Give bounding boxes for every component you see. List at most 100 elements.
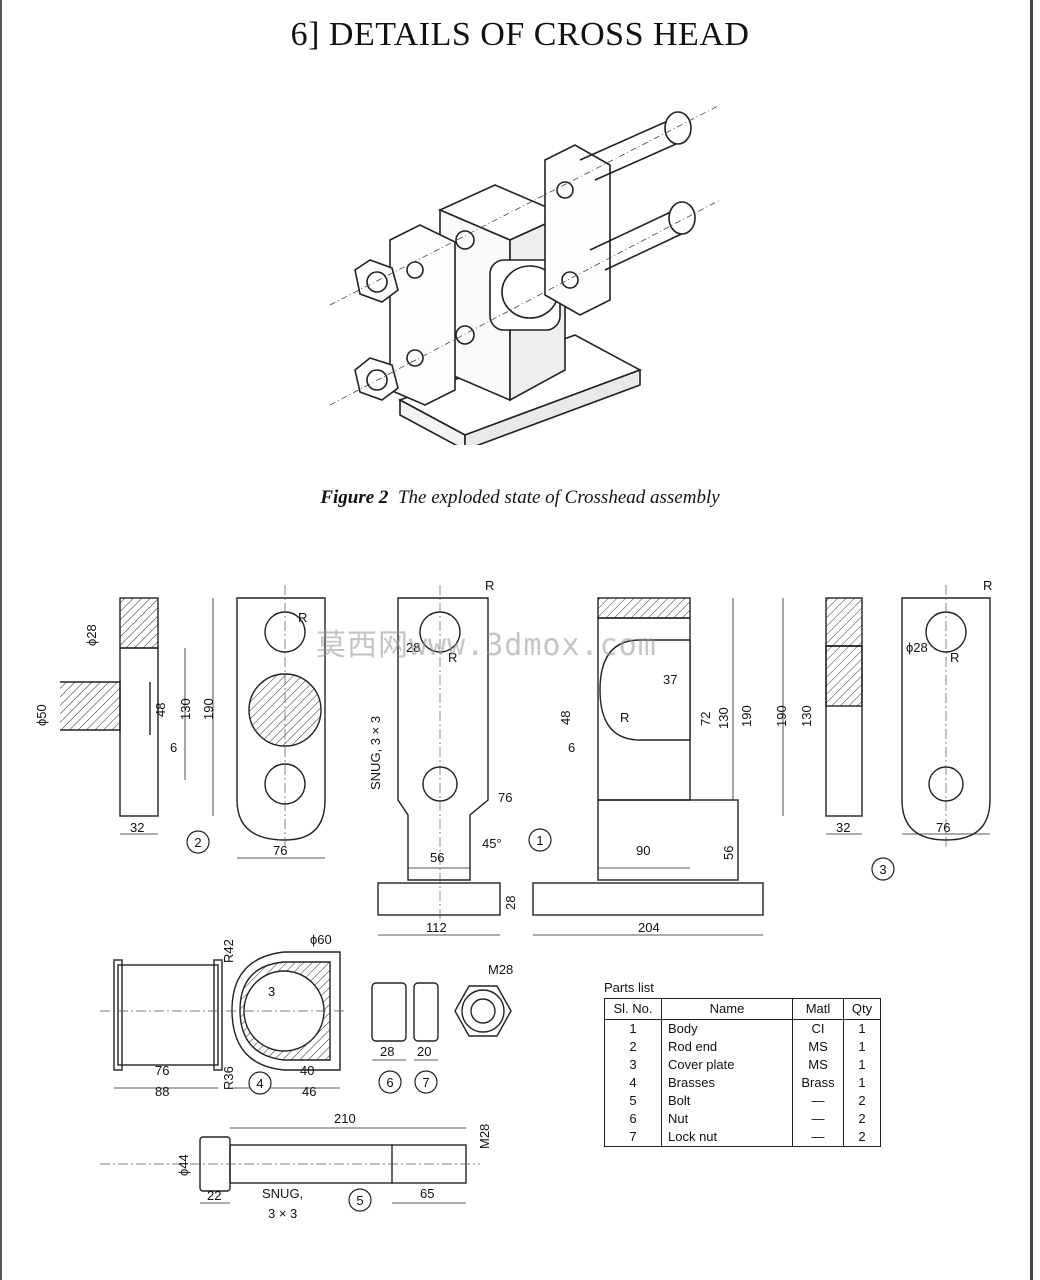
dim-72: 72 bbox=[698, 712, 713, 726]
balloon-part-2: 2 bbox=[194, 835, 201, 850]
cell-sl: 7 bbox=[604, 1128, 662, 1147]
cell-qty: 1 bbox=[843, 1019, 881, 1038]
dim-6-a: 6 bbox=[170, 740, 177, 755]
page-border-left bbox=[0, 0, 2, 1280]
dim-190-c: 190 bbox=[774, 705, 789, 727]
balloon-part-3: 3 bbox=[879, 862, 886, 877]
dim-6-b: 6 bbox=[568, 740, 575, 755]
cell-name: Cover plate bbox=[661, 1056, 793, 1074]
radius-label-e: R bbox=[983, 578, 992, 593]
dim-130-c: 130 bbox=[799, 705, 814, 727]
watermark-text: 莫西网www.3dmox.com bbox=[316, 628, 657, 663]
dim-phi28-a: ϕ28 bbox=[84, 624, 99, 646]
dim-210: 210 bbox=[334, 1111, 356, 1126]
cell-qty: 2 bbox=[843, 1128, 881, 1147]
balloon-part-7: 7 bbox=[422, 1075, 429, 1090]
dim-32-a: 32 bbox=[130, 820, 144, 835]
dim-88: 88 bbox=[155, 1084, 169, 1099]
balloon-part-4: 4 bbox=[256, 1076, 263, 1091]
dim-32-b: 32 bbox=[836, 820, 850, 835]
dim-190-a: 190 bbox=[201, 698, 216, 720]
dim-20: 20 bbox=[417, 1044, 431, 1059]
dim-130-a: 130 bbox=[178, 698, 193, 720]
cell-name: Bolt bbox=[661, 1092, 793, 1110]
snug-label-a: SNUG, 3 × 3 bbox=[368, 716, 383, 790]
dim-46: 46 bbox=[302, 1084, 316, 1099]
cell-qty: 1 bbox=[843, 1074, 881, 1092]
radius-label-a: R bbox=[298, 610, 307, 625]
caption-text: The exploded state of Crosshead assembly bbox=[397, 487, 720, 508]
balloon-part-5: 5 bbox=[356, 1193, 363, 1208]
dim-phi50: ϕ50 bbox=[34, 704, 49, 726]
figure-caption: Figure 2 The exploded state of Crosshead… bbox=[0, 487, 1040, 509]
dim-phi28-b: ϕ28 bbox=[906, 640, 928, 655]
header-matl: Matl bbox=[792, 998, 844, 1020]
dim-90: 90 bbox=[636, 843, 650, 858]
cell-qty: 1 bbox=[843, 1056, 881, 1074]
cell-name: Nut bbox=[661, 1110, 793, 1128]
dim-48-a: 48 bbox=[153, 703, 168, 717]
dim-R42: R42 bbox=[221, 939, 236, 963]
dim-56-b: 56 bbox=[721, 846, 736, 860]
exploded-assembly-figure bbox=[329, 104, 721, 445]
dim-56-a: 56 bbox=[430, 850, 444, 865]
cell-sl: 5 bbox=[604, 1092, 662, 1110]
detail-drawings: ϕ28 ϕ50 48 130 190 6 32 76 SNUG, 3 × 3 R… bbox=[34, 578, 992, 1221]
dim-112: 112 bbox=[426, 920, 447, 935]
cell-sl: 2 bbox=[604, 1038, 662, 1056]
cell-name: Body bbox=[661, 1019, 793, 1038]
balloon-part-1: 1 bbox=[536, 833, 543, 848]
dim-76-c: 76 bbox=[936, 820, 950, 835]
cell-matl: — bbox=[792, 1128, 844, 1147]
cell-matl: — bbox=[792, 1110, 844, 1128]
header-name: Name bbox=[661, 998, 793, 1020]
dim-76-a: 76 bbox=[273, 843, 287, 858]
radius-label-b: R bbox=[485, 578, 494, 593]
balloon-part-6: 6 bbox=[386, 1075, 393, 1090]
parts-list-title: Parts list bbox=[604, 980, 654, 995]
dim-37: 37 bbox=[663, 672, 677, 687]
cell-sl: 3 bbox=[604, 1056, 662, 1074]
page-title: 6] DETAILS OF CROSS HEAD bbox=[290, 16, 750, 53]
dim-R36: R36 bbox=[221, 1066, 236, 1090]
cell-sl: 1 bbox=[604, 1019, 662, 1038]
cell-sl: 6 bbox=[604, 1110, 662, 1128]
radius-label-c: R bbox=[448, 650, 457, 665]
dim-28-a: 28 bbox=[406, 640, 420, 655]
dim-130-b: 130 bbox=[716, 707, 731, 729]
cell-qty: 1 bbox=[843, 1038, 881, 1056]
dim-40: 40 bbox=[300, 1063, 314, 1078]
radius-label-f: R bbox=[950, 650, 959, 665]
cell-qty: 2 bbox=[843, 1092, 881, 1110]
dim-28-c: 28 bbox=[380, 1044, 394, 1059]
snug-label-b1: SNUG, bbox=[262, 1186, 303, 1201]
caption-figure-number: Figure 2 bbox=[320, 487, 389, 508]
page-border-right bbox=[1030, 0, 1033, 1280]
cell-matl: MS bbox=[792, 1038, 844, 1056]
dim-76-b: 76 bbox=[498, 790, 512, 805]
dim-28-b: 28 bbox=[503, 896, 518, 910]
cell-qty: 2 bbox=[843, 1110, 881, 1128]
header-qty: Qty bbox=[843, 998, 881, 1020]
cell-name: Rod end bbox=[661, 1038, 793, 1056]
cell-sl: 4 bbox=[604, 1074, 662, 1092]
dim-65: 65 bbox=[420, 1186, 434, 1201]
dim-phi44: ϕ44 bbox=[176, 1154, 191, 1176]
cell-matl: CI bbox=[792, 1019, 844, 1038]
cell-name: Lock nut bbox=[661, 1128, 793, 1147]
cell-name: Brasses bbox=[661, 1074, 793, 1092]
dim-3: 3 bbox=[268, 984, 275, 999]
cell-matl: MS bbox=[792, 1056, 844, 1074]
dim-phi60: ϕ60 bbox=[310, 932, 332, 947]
header-sl-no: Sl. No. bbox=[604, 998, 662, 1020]
dim-M28-a: M28 bbox=[488, 962, 513, 977]
dim-45deg: 45° bbox=[482, 836, 502, 851]
